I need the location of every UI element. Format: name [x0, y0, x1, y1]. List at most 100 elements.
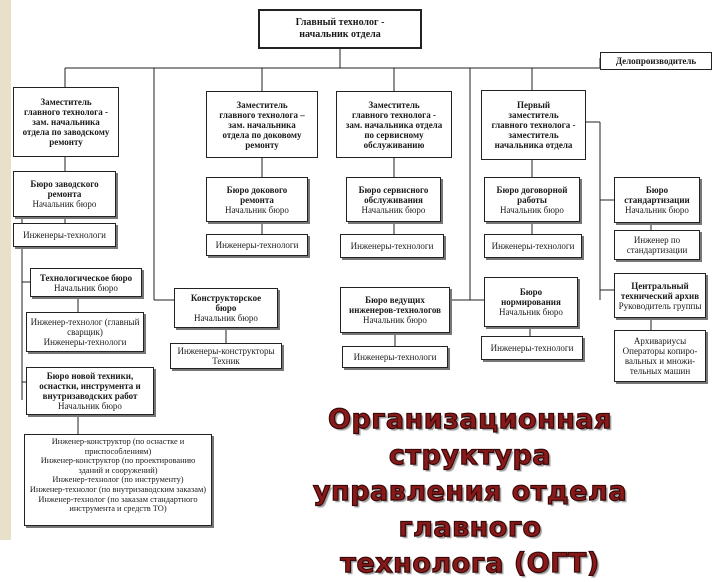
title-line1: Организационная структура [327, 403, 612, 471]
service-bureau-head: Начальник бюро [361, 204, 426, 215]
deputy-dock-repair-box: Заместитель главного технолога – зам. на… [206, 91, 318, 158]
new-technology-bureau-box: Бюро новой техники, оснастки, инструмент… [26, 367, 154, 415]
archive-name1: Центральный [631, 280, 689, 291]
design-bureau-name1: Конструкторское [190, 293, 262, 303]
std-engineer-line1: Инженер по [633, 235, 681, 245]
title-line3: технолога (ОГТ) [340, 547, 600, 579]
newtech-name1: Бюро новой техники, [46, 371, 134, 381]
tech-staff-line1: Инженер-технолог (главный [30, 317, 140, 327]
newtech-staff-line7: Инженер-технолог (по заказам стандартног… [38, 494, 198, 504]
dock-bureau-name2: ремонта [240, 194, 274, 205]
technological-bureau-box: Технологическое бюро Начальник бюро [30, 268, 142, 297]
lead-engineers-staff-box: Инженеры-технологи [342, 346, 448, 368]
archive-staff-line2: Операторы копиро- [622, 346, 698, 356]
std-bureau-head: Начальник бюро [625, 205, 689, 215]
design-staff-box: Инженеры-конструкторы Техник [170, 343, 282, 369]
clerk-label: Делопроизводитель [615, 56, 697, 66]
deputy1-line1: Заместитель [40, 97, 92, 107]
std-bureau-name2: стандартизации [624, 195, 690, 205]
norm-staff-label: Инженеры-технологи [490, 343, 574, 353]
newtech-name2: оснастки, инструмента и [39, 381, 141, 391]
deputy-factory-repair-box: Заместитель главного технолога - зам. на… [13, 87, 119, 157]
tech-staff-line3: Инженеры-технологи [43, 337, 127, 347]
lead-engineers-bureau-box: Бюро ведущих инженеров-технологов Началь… [340, 287, 450, 333]
deputy-service-box: Заместитель главного технолога - зам. на… [336, 91, 452, 158]
norm-bureau-head: Начальник бюро [499, 307, 563, 317]
factory-bureau-name1: Бюро заводского [30, 179, 99, 189]
new-technology-staff-box: Инженер-конструктор (по оснастке и присп… [24, 434, 212, 526]
clerk-box: Делопроизводитель [600, 52, 712, 70]
technological-staff-box: Инженер-технолог (главный сварщик) Инжен… [26, 312, 144, 352]
left-decorative-strip [0, 0, 11, 540]
technical-archive-box: Центральный технический архив Руководите… [614, 273, 706, 318]
standardization-bureau-box: Бюро стандартизации Начальник бюро [614, 177, 700, 223]
connector-lines [21, 48, 652, 434]
archive-staff-box: Архивариусы Операторы копиро- вальных и … [614, 330, 706, 382]
archive-staff-line3: вальных и множи- [624, 356, 696, 366]
deputy3-line4: по сервисному [364, 129, 424, 140]
deputy2-line3: зам. начальника [228, 119, 296, 130]
newtech-staff-line4: зданий и сооружений) [78, 465, 158, 475]
newtech-head: Начальник бюро [58, 401, 122, 411]
design-bureau-box: Конструкторское бюро Начальник бюро [174, 288, 278, 328]
service-bureau-box: Бюро сервисного обслуживания Начальник б… [346, 177, 441, 222]
lead-bureau-head: Начальник бюро [363, 315, 427, 325]
dock-engineers-box: Инженеры-технологи [206, 234, 308, 256]
archive-staff-line1: Архивариусы [633, 336, 687, 346]
factory-engineers-label: Инженеры-технологи [23, 230, 106, 240]
contract-bureau-head: Начальник бюро [500, 204, 564, 215]
newtech-staff-line5: Инженер-технолог (по инструменту) [52, 475, 184, 485]
deputy1-line4: отдела по заводскому [22, 127, 110, 137]
deputy3-line5: обслуживанию [363, 139, 425, 150]
deputy4-line3: главного технолога - [491, 120, 576, 130]
chief-technologist-line1: Главный технолог - [295, 17, 385, 28]
contract-bureau-name2: работы [517, 194, 547, 205]
newtech-staff-line3: Инженер-конструктор (по проектированию [40, 456, 196, 466]
factory-bureau-head: Начальник бюро [32, 199, 97, 209]
deputy4-line4: заместитель [508, 130, 559, 140]
deputy4-line2: заместитель [508, 110, 559, 120]
title-line2: управления отдела главного [312, 475, 628, 543]
dock-engineers-label: Инженеры-технологи [215, 240, 299, 250]
newtech-staff-line2: приспособлениям) [84, 446, 152, 456]
design-staff-line1: Инженеры-конструкторы [177, 346, 275, 356]
design-bureau-head: Начальник бюро [194, 313, 258, 323]
service-engineers-label: Инженеры-технологи [350, 241, 434, 251]
norming-staff-box: Инженеры-технологи [481, 336, 583, 360]
archive-name2: технический архив [620, 290, 700, 301]
service-bureau-name2: обслуживания [364, 194, 423, 205]
std-bureau-name1: Бюро [645, 185, 669, 195]
archive-head: Руководитель группы [618, 300, 702, 311]
std-engineer-line2: стандартизации [626, 245, 688, 255]
deputy3-line1: Заместитель [368, 99, 420, 110]
dock-bureau-name1: Бюро докового [226, 184, 288, 195]
chief-technologist-box: Главный технолог - начальник отдела [258, 9, 422, 49]
contract-bureau-box: Бюро договорной работы Начальник бюро [484, 177, 580, 222]
newtech-staff-line8: инструмента и средств ТО) [69, 504, 167, 514]
contract-engineers-box: Инженеры-технологи [484, 234, 582, 258]
design-bureau-name2: бюро [215, 303, 237, 313]
lead-staff-label: Инженеры-технологи [353, 352, 437, 362]
tech-bureau-name: Технологическое бюро [39, 272, 133, 283]
deputy3-line2: главного технолога - [351, 109, 437, 120]
lead-bureau-name2: инженеров-технологов [349, 305, 441, 315]
factory-engineers-box: Инженеры-технологи [13, 223, 116, 247]
first-deputy-box: Первый заместитель главного технолога - … [481, 90, 586, 160]
deputy2-line1: Заместитель [236, 99, 288, 110]
slide-title: Организационная структура управления отд… [255, 402, 685, 582]
deputy2-line4: отдела по доковому [222, 129, 302, 140]
tech-bureau-head: Начальник бюро [54, 282, 118, 293]
factory-repair-bureau-box: Бюро заводского ремонта Начальник бюро [13, 171, 116, 217]
dock-repair-bureau-box: Бюро докового ремонта Начальник бюро [206, 177, 308, 222]
norming-bureau-box: Бюро нормирования Начальник бюро [484, 277, 578, 327]
service-bureau-name1: Бюро сервисного [358, 184, 429, 195]
newtech-staff-line1: Инженер-конструктор (по оснастке и [51, 437, 185, 446]
newtech-name3: внутризаводских работ [42, 391, 138, 401]
dock-bureau-head: Начальник бюро [225, 204, 289, 215]
deputy3-line3: зам. начальника отдела [345, 119, 443, 130]
contract-engineers-label: Инженеры-технологи [491, 241, 575, 251]
contract-bureau-name1: Бюро договорной [496, 184, 568, 195]
deputy1-line2: главного технолога - [23, 107, 109, 117]
design-staff-line2: Техник [212, 356, 240, 366]
norm-bureau-name1: Бюро [519, 287, 543, 297]
